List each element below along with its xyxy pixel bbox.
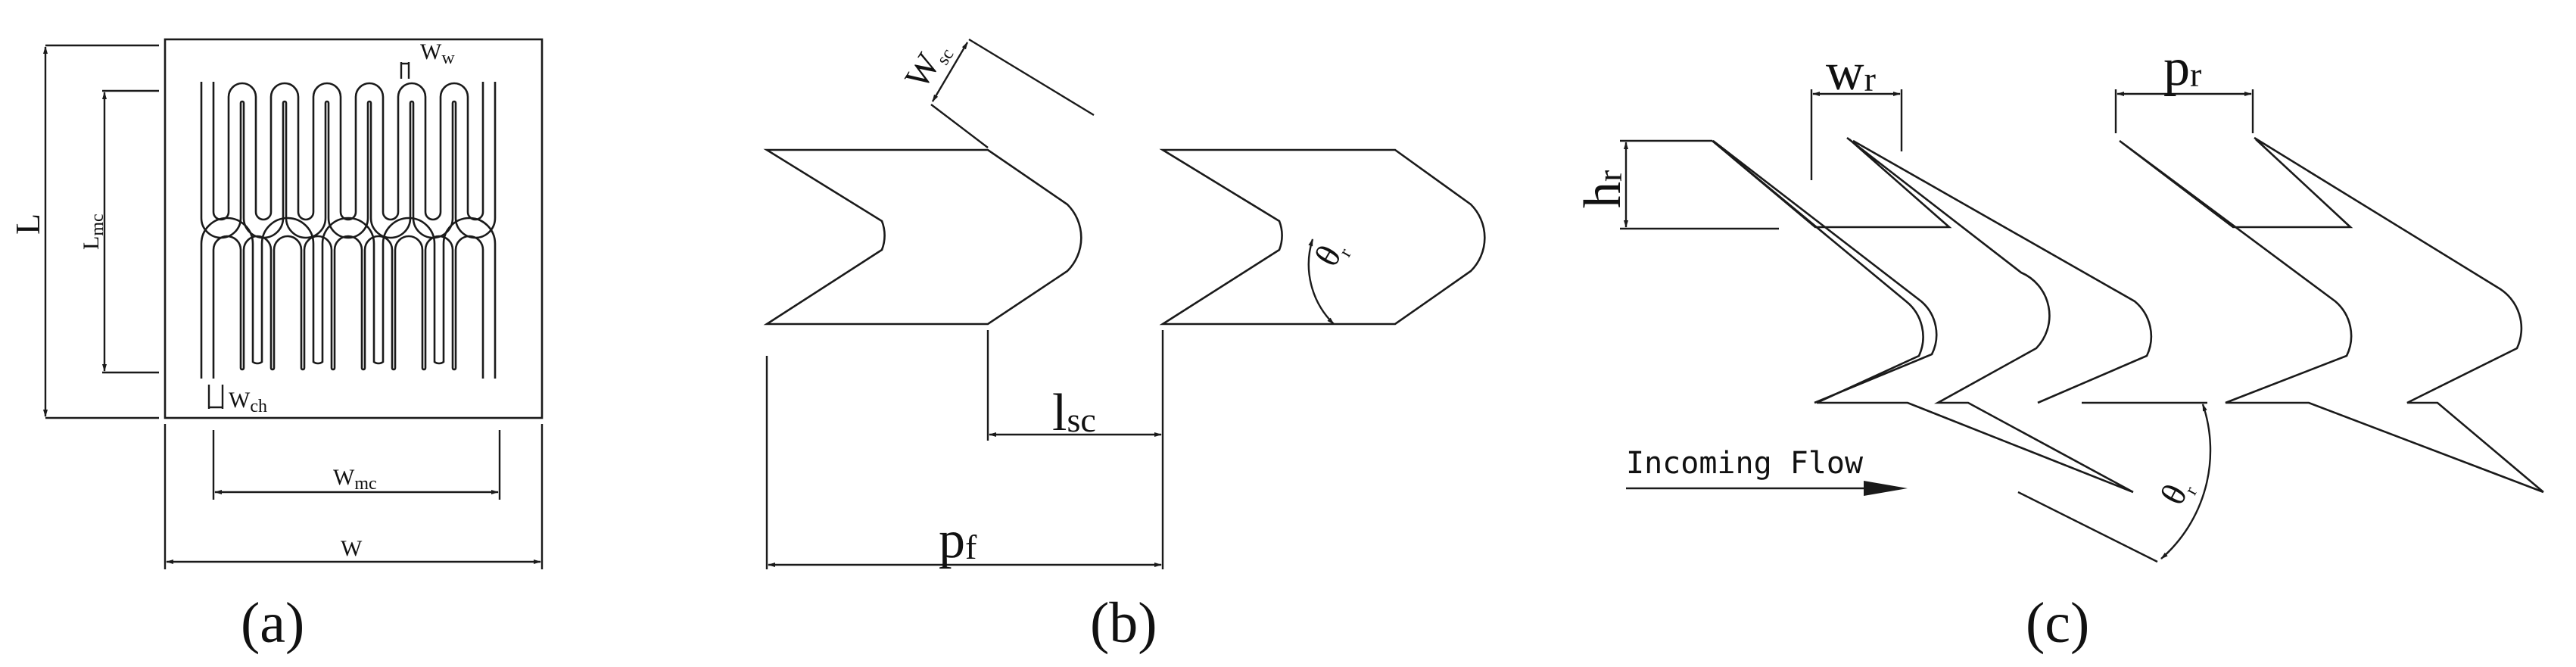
serpentine-channel-bottom (212, 235, 484, 379)
rib-chevron-2 (1852, 139, 2153, 404)
label-Wch: Wch (229, 388, 267, 416)
chevron-fin-1 (763, 148, 1082, 326)
panel-b: Wsc θr lsc pf (b) (763, 33, 1486, 655)
label-theta-c: θr (2153, 472, 2201, 513)
flow-label: Incoming Flow (1626, 446, 1864, 481)
label-L: L (8, 214, 47, 235)
panel-c: wr pr hr θr Incoming Flow (c) (1574, 39, 2544, 655)
label-lsc: lsc (1052, 384, 1096, 442)
serpentine-channel-top (212, 82, 484, 221)
caption-b: (b) (1090, 591, 1157, 655)
rib-zigzag-2 (2119, 136, 2544, 494)
angle-arc-c (2160, 404, 2212, 559)
serpentine-channel-top-inner (200, 82, 497, 239)
chevron-fin-2 (1159, 148, 1486, 326)
rib-chevron-1 (1712, 139, 1938, 404)
label-pr: pr (2163, 39, 2201, 97)
rib-zigzag-1 (1712, 136, 2134, 494)
label-Wsc: Wsc (897, 33, 958, 96)
panel-a: L Lmc Ww Wch Wmc W (a) (8, 38, 544, 655)
caption-c: (c) (2026, 591, 2089, 655)
plate-outline (164, 38, 544, 419)
serpentine-channel-bottom-inner (200, 217, 497, 379)
label-Lmc: Lmc (79, 214, 107, 250)
label-pf: pf (939, 511, 977, 569)
label-wr: wr (1826, 43, 1876, 101)
label-Wmc: Wmc (333, 465, 377, 494)
label-Ww: Ww (420, 39, 455, 68)
caption-a: (a) (241, 591, 304, 655)
angle-arc-b (1307, 238, 1335, 325)
label-hr: hr (1574, 170, 1632, 208)
dim-Wsc (931, 42, 969, 102)
label-W: W (341, 536, 363, 561)
label-theta-b: θr (1307, 233, 1355, 275)
flow-arrow-head (1864, 481, 1908, 496)
